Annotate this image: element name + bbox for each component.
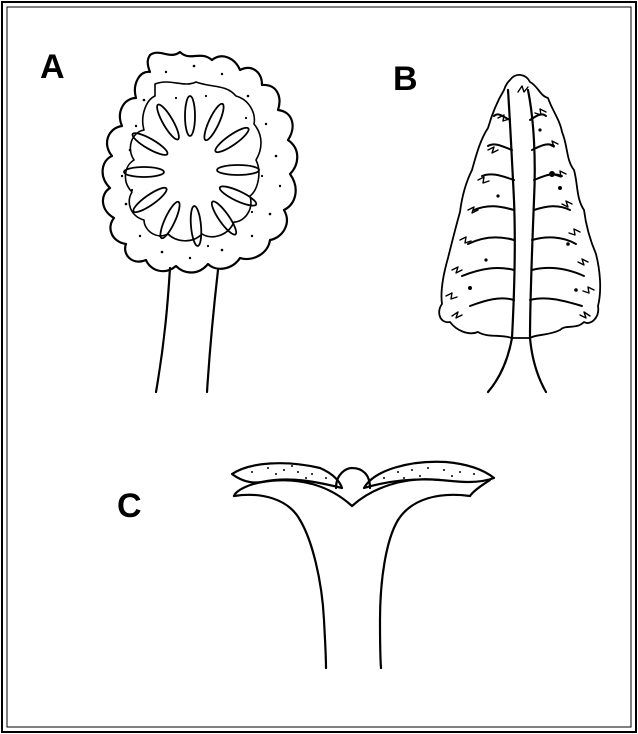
- panel-c-flare-left: [234, 495, 300, 520]
- panel-a-drawing: [103, 52, 298, 392]
- panel-c-stalk-right: [380, 520, 398, 668]
- panel-b-fringe: [446, 86, 594, 318]
- panel-c-flare-right: [398, 495, 470, 520]
- panel-b-stalk-left: [488, 338, 512, 392]
- panel-c-stalk-left: [300, 520, 326, 668]
- panel-a-center: [162, 143, 223, 206]
- panel-c-label: C: [117, 489, 142, 523]
- panel-b-branches-left: [462, 114, 514, 306]
- panel-c-lobe-right: [364, 462, 494, 488]
- panel-b-label: B: [393, 62, 418, 96]
- panel-a-label: A: [40, 50, 65, 84]
- panel-b-crown-outline: [439, 75, 600, 338]
- panel-b-speckles: [468, 128, 578, 291]
- panel-c-drawing: [232, 462, 494, 668]
- panel-b-drawing: [439, 75, 600, 392]
- panel-b-trunk-right: [528, 90, 535, 338]
- panel-c-inner-v: [262, 479, 440, 506]
- panel-b-stalk-right: [530, 338, 546, 392]
- panel-a-stalk-right: [207, 270, 218, 392]
- panel-a-stalk-left: [156, 268, 170, 392]
- panel-c-lobe-left: [232, 463, 342, 488]
